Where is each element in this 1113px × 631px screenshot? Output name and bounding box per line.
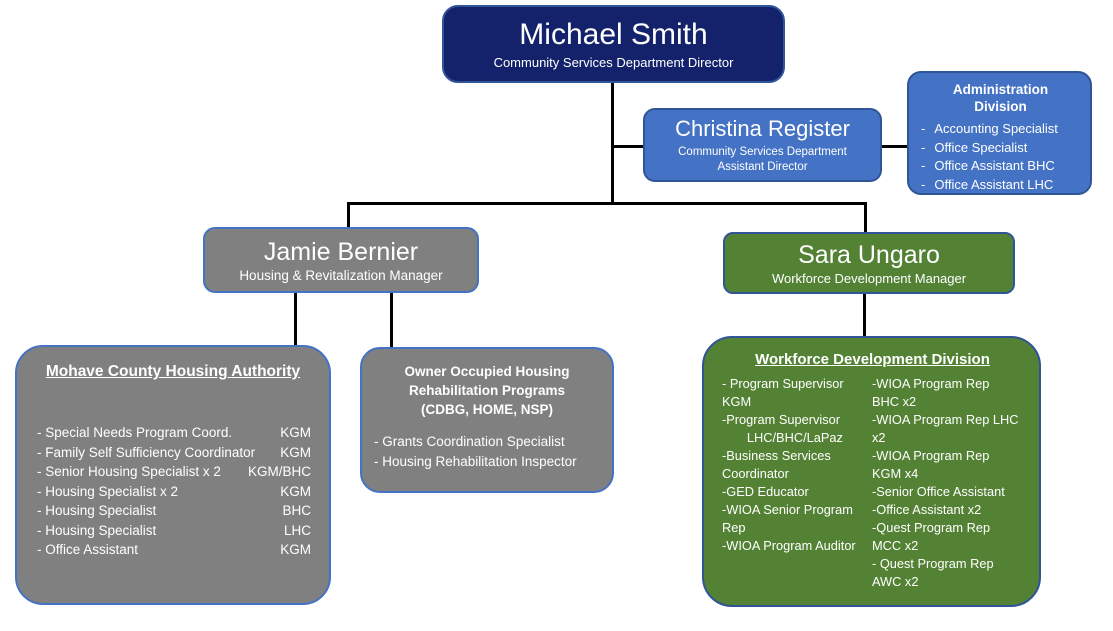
assistant-director-name: Christina Register bbox=[675, 116, 850, 141]
connector-to-assistant bbox=[611, 145, 645, 148]
workforce-manager-box: Sara Ungaro Workforce Development Manage… bbox=[723, 232, 1015, 294]
workforce-division-box: Workforce Development Division - Program… bbox=[702, 336, 1041, 607]
list-marker: - bbox=[921, 158, 926, 173]
housing-authority-box: Mohave County Housing Authority - Specia… bbox=[15, 345, 331, 605]
housing-manager-box: Jamie Bernier Housing & Revitalization M… bbox=[203, 227, 479, 293]
table-row: - Housing Specialist x 2 KGM bbox=[35, 482, 311, 502]
location-label: KGM bbox=[280, 425, 311, 440]
housing-authority-list: - Special Needs Program Coord. KGM - Fam… bbox=[35, 423, 311, 560]
list-item: - Office Assistant BHC bbox=[921, 157, 1080, 176]
list-item-label: Accounting Specialist bbox=[934, 121, 1058, 136]
workforce-division-column-2: -WIOA Program Rep BHC x2 -WIOA Program R… bbox=[872, 376, 1019, 589]
housing-authority-title: Mohave County Housing Authority bbox=[45, 363, 301, 380]
table-row: - Housing Specialist LHC bbox=[35, 521, 311, 541]
list-marker: - bbox=[921, 139, 926, 155]
list-item: - Office Assistant LHC bbox=[921, 176, 1080, 194]
connector-to-workforce-division bbox=[863, 292, 866, 338]
location-label: KGM/BHC bbox=[247, 464, 311, 479]
connector-to-workforce-manager bbox=[864, 202, 867, 234]
location-label: KGM bbox=[280, 483, 311, 499]
workforce-division-column-1: - Program Supervisor KGM -Program Superv… bbox=[722, 376, 856, 553]
connector-to-housing-authority bbox=[294, 291, 297, 347]
housing-manager-name: Jamie Bernier bbox=[263, 237, 419, 266]
list-item: - Grants Coordination Specialist bbox=[374, 434, 565, 449]
location-label: BHC bbox=[282, 503, 311, 518]
connector-to-rehab-programs bbox=[390, 291, 393, 349]
workforce-division-list: - Program Supervisor KGM -Program Superv… bbox=[722, 375, 1023, 591]
connector-assistant-to-admin bbox=[882, 145, 909, 148]
table-row: - Family Self Sufficiency Coordinator KG… bbox=[35, 443, 311, 463]
director-name: Michael Smith bbox=[519, 18, 708, 51]
list-item: - Housing Rehabilitation Inspector bbox=[374, 454, 577, 469]
list-marker: - bbox=[921, 121, 926, 136]
table-row: - Special Needs Program Coord. KGM bbox=[35, 423, 311, 443]
connector-main-horizontal bbox=[347, 202, 867, 205]
administration-division-box: Administration Division - Accounting Spe… bbox=[907, 71, 1092, 195]
rehab-programs-title: Owner Occupied Housing Rehabilitation Pr… bbox=[404, 364, 570, 417]
assistant-director-title: Community Services Department Assistant … bbox=[678, 146, 847, 173]
location-label: LHC bbox=[283, 522, 311, 538]
administration-division-list: - Accounting Specialist - Office Special… bbox=[921, 120, 1080, 194]
assistant-director-box: Christina Register Community Services De… bbox=[643, 108, 882, 182]
director-box: Michael Smith Community Services Departm… bbox=[442, 5, 785, 83]
workforce-manager-name: Sara Ungaro bbox=[798, 240, 940, 269]
director-title: Community Services Department Director bbox=[493, 55, 734, 70]
list-item: - Office Specialist bbox=[921, 139, 1080, 158]
workforce-division-title: Workforce Development Division bbox=[755, 351, 990, 368]
administration-division-title: Administration Division bbox=[952, 82, 1049, 114]
connector-director-drop bbox=[611, 83, 614, 204]
connector-to-housing-manager bbox=[347, 202, 350, 229]
role-label: - Housing Specialist x 2 bbox=[37, 483, 179, 499]
rehab-programs-list: - Grants Coordination Specialist - Housi… bbox=[374, 432, 600, 472]
workforce-manager-title: Workforce Development Manager bbox=[771, 270, 967, 286]
list-item-label: Office Specialist bbox=[934, 139, 1028, 155]
role-label: - Housing Specialist bbox=[37, 503, 157, 518]
table-row: - Senior Housing Specialist x 2 KGM/BHC bbox=[35, 462, 311, 482]
table-row: - Housing Specialist BHC bbox=[35, 501, 311, 521]
list-marker: - bbox=[921, 176, 926, 192]
location-label: KGM bbox=[280, 444, 311, 460]
list-item-label: Office Assistant BHC bbox=[934, 158, 1055, 173]
list-item-label: Office Assistant LHC bbox=[934, 176, 1054, 192]
role-label: - Special Needs Program Coord. bbox=[37, 425, 233, 440]
location-label: KGM bbox=[280, 542, 311, 557]
rehab-programs-box: Owner Occupied Housing Rehabilitation Pr… bbox=[360, 347, 614, 493]
role-label: - Senior Housing Specialist x 2 bbox=[37, 464, 221, 479]
role-label: - Housing Specialist bbox=[37, 522, 157, 538]
housing-manager-title: Housing & Revitalization Manager bbox=[239, 267, 443, 283]
role-label: - Office Assistant bbox=[37, 542, 139, 557]
list-item: - Accounting Specialist bbox=[921, 120, 1080, 139]
role-label: - Family Self Sufficiency Coordinator bbox=[37, 444, 256, 460]
table-row: - Office Assistant KGM bbox=[35, 540, 311, 560]
